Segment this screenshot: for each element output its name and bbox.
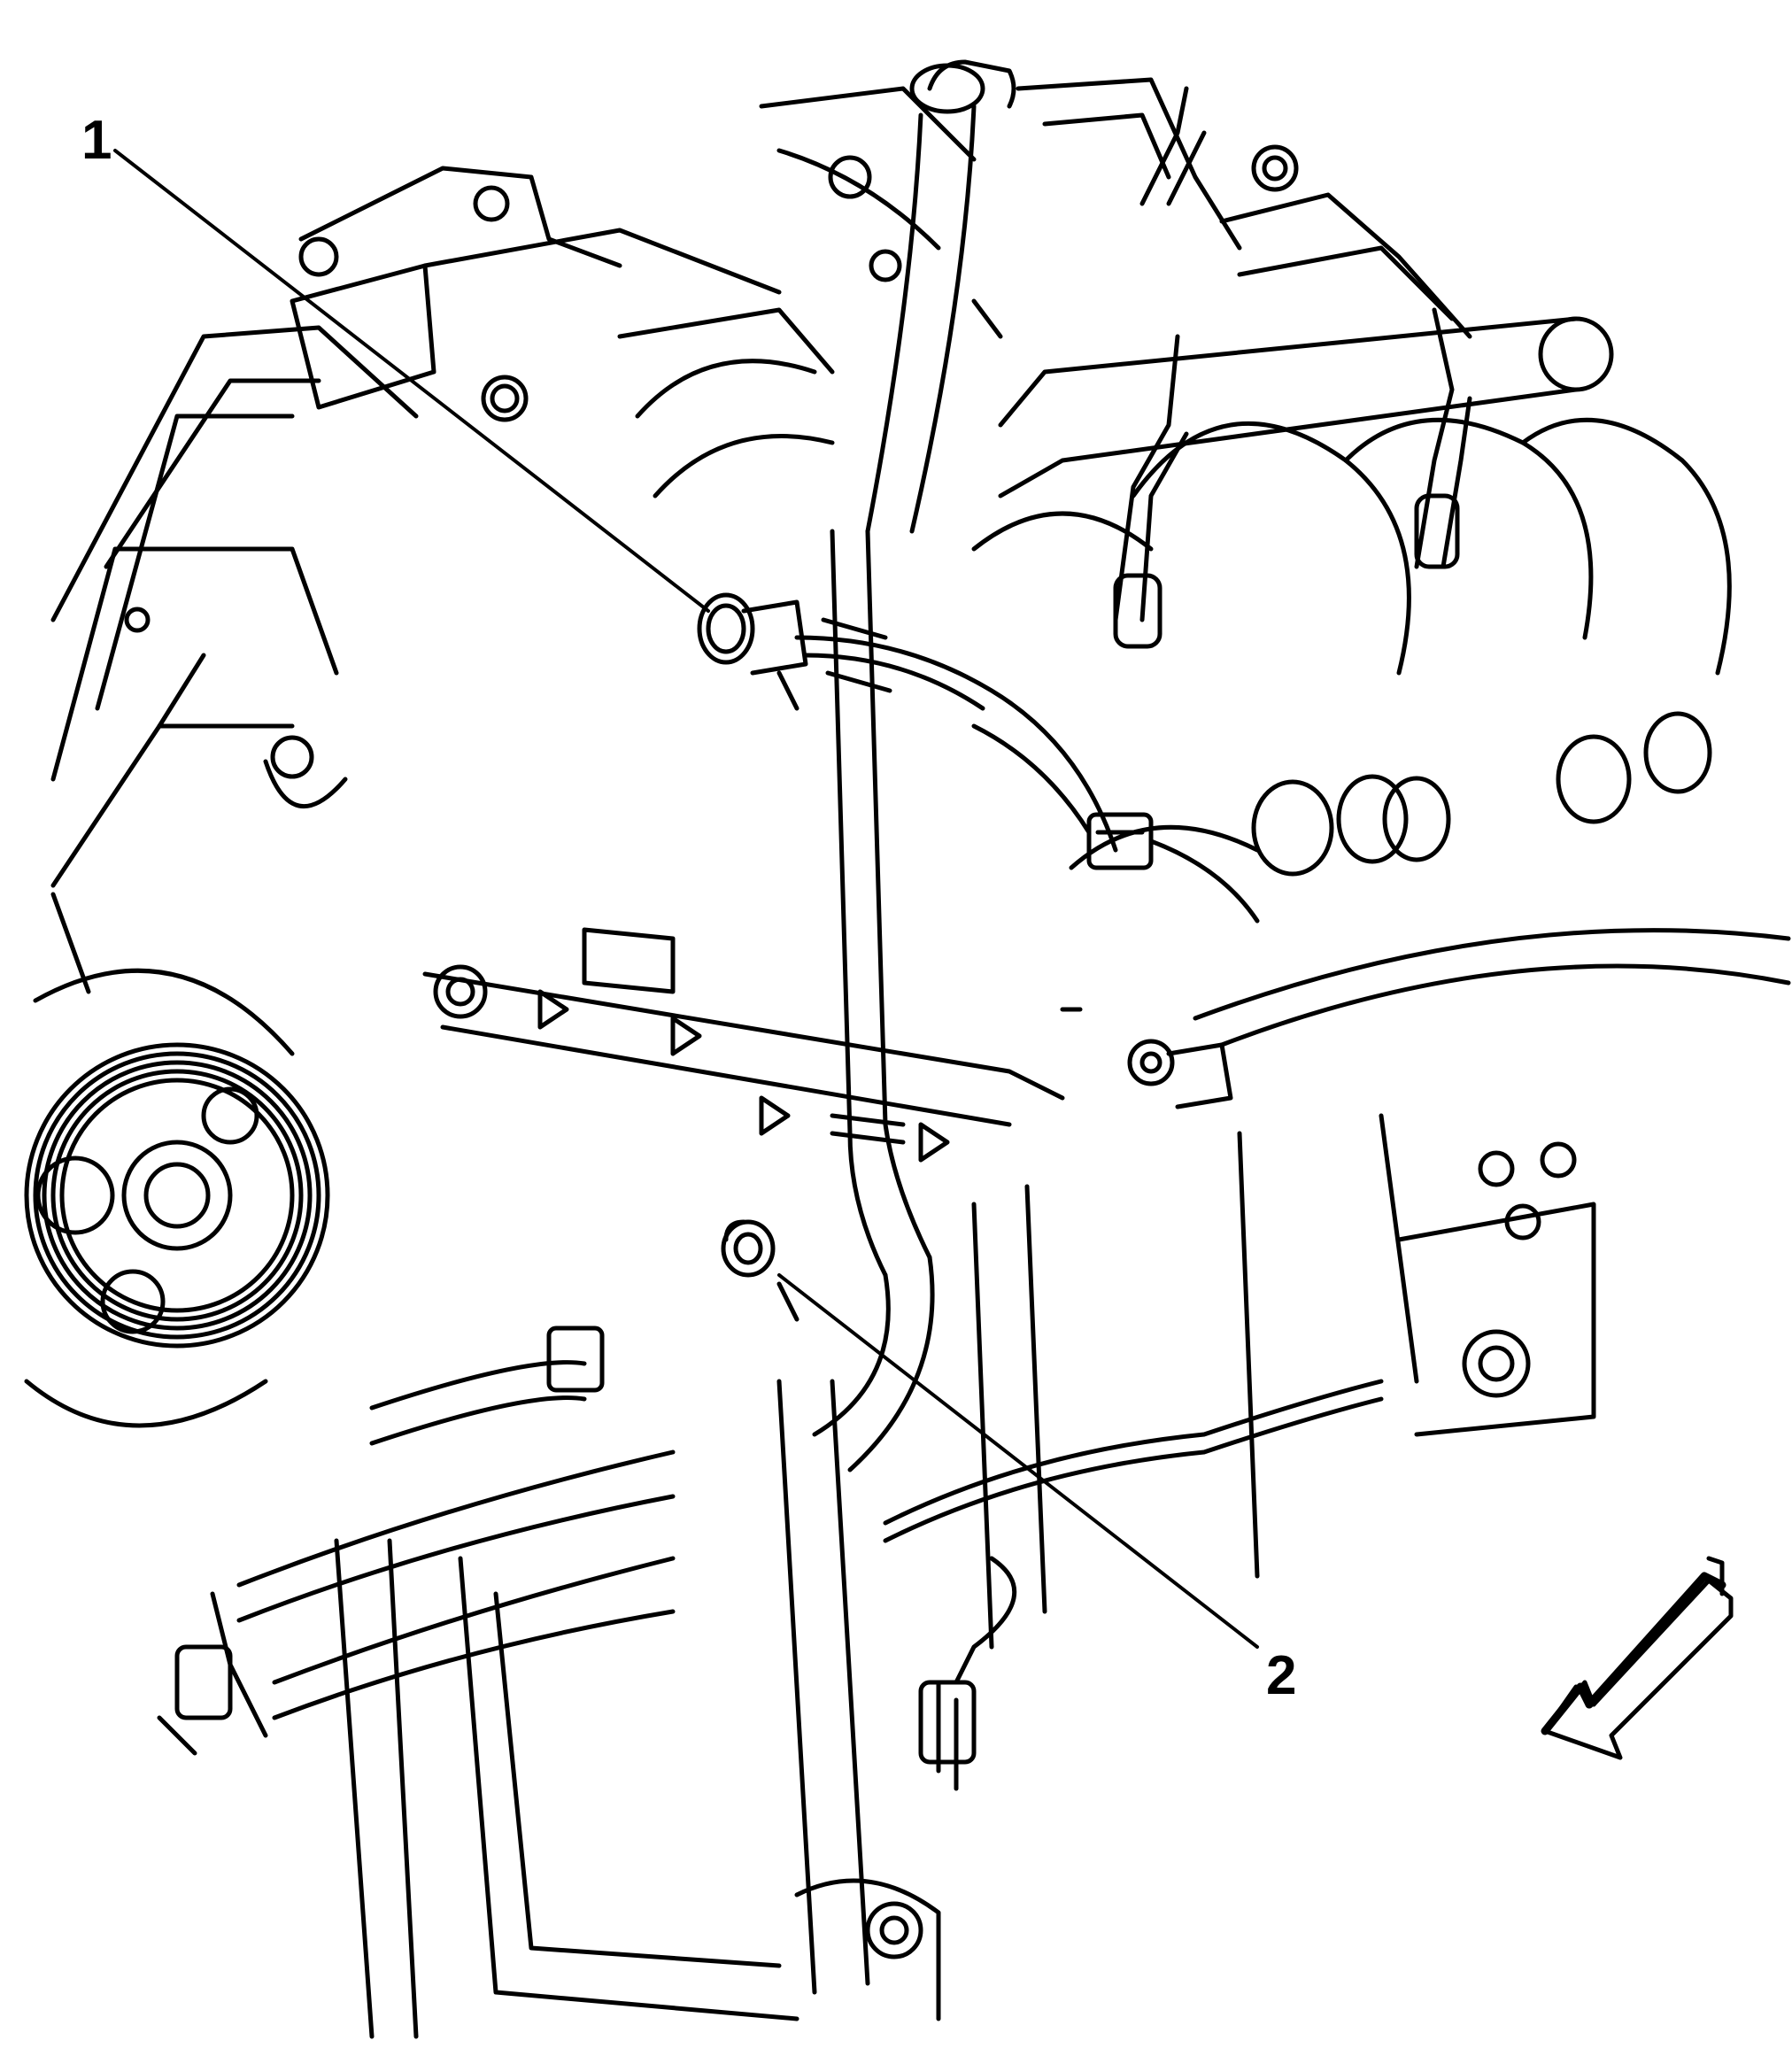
sensor-fitting — [721, 1219, 799, 1322]
callout-2-label: 2 — [1266, 1645, 1297, 1706]
exhaust-ports — [971, 417, 1732, 877]
mid-bracket — [422, 927, 1791, 1163]
harness-connector — [971, 723, 1260, 924]
timing-housing — [50, 325, 419, 994]
direction-arrow-icon — [1541, 1556, 1734, 1760]
fuel-rail-tubes — [865, 59, 1614, 534]
leader-line-1 — [113, 149, 710, 613]
lower-harness — [883, 1379, 1384, 1791]
plug-wires — [1113, 86, 1472, 649]
crank-pulley — [24, 968, 330, 1428]
lower-block — [334, 1007, 1596, 2039]
upper-block — [290, 77, 1472, 499]
oil-pressure-sensor — [697, 592, 1118, 853]
leader-lines — [113, 149, 1259, 1649]
lower-hoses — [157, 1326, 676, 1756]
callout-1-label: 1 — [81, 110, 112, 171]
leader-line-2 — [777, 1273, 1259, 1649]
dipstick-tube — [812, 529, 935, 1472]
